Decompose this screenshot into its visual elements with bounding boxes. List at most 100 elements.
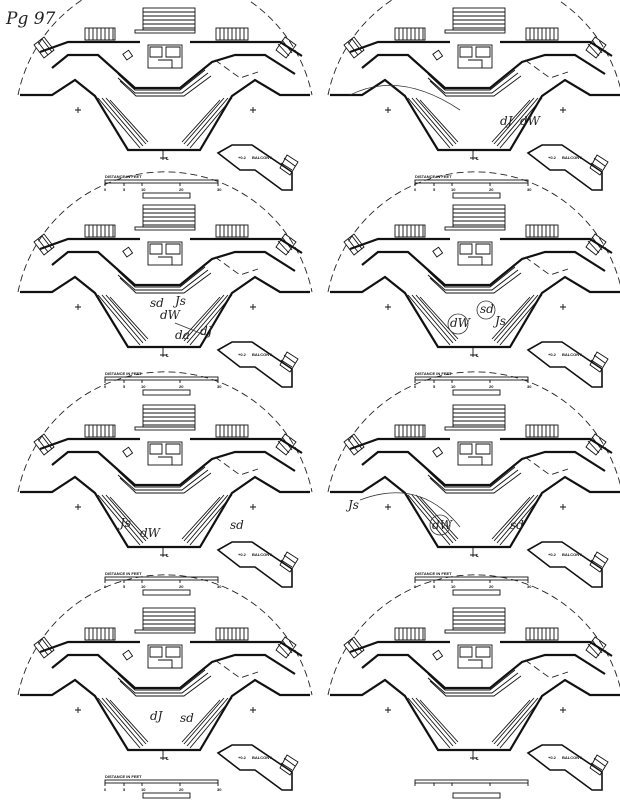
scale-tick: 0 [414, 384, 417, 389]
scale-tick: 5 [123, 584, 126, 589]
scale-tick: 30 [527, 584, 532, 589]
centerline-mark: ℄ [475, 756, 479, 761]
scale-tick: 10 [141, 787, 146, 792]
handwritten-annotation: sd [480, 302, 494, 316]
scale-tick: 0 [414, 584, 417, 589]
handwritten-annotation: Js [117, 516, 131, 530]
floor-plan-panel-top-right: +0.2 BALCONY ℄ DISTANCE IN FEET 0 5 10 20 30 dJ dW [326, 0, 620, 200]
balcony-label: BALCONY [252, 755, 272, 760]
centerline-mark: ℄ [475, 353, 479, 358]
scale-label: DISTANCE IN FEET [415, 174, 452, 179]
centerline-mark: ℄ [475, 156, 479, 161]
handwritten-annotation: dJ [500, 114, 514, 128]
scale-label: DISTANCE IN FEET [415, 571, 452, 576]
theater-floor-plan [16, 170, 314, 397]
scale-tick: 20 [179, 187, 184, 192]
scale-tick: 20 [489, 384, 494, 389]
balcony-label: BALCONY [562, 755, 582, 760]
scale-tick: 0 [104, 787, 107, 792]
scale-tick: 0 [104, 187, 107, 192]
balcony-label: BALCONY [252, 552, 272, 557]
theater-floor-plan [326, 370, 620, 597]
centerline-mark: ℄ [165, 353, 169, 358]
hand-drawn-circle [447, 313, 469, 335]
theater-floor-plan [326, 573, 620, 800]
centerline-mark: ℄ [475, 553, 479, 558]
handwritten-annotation: Js [492, 314, 506, 328]
scale-tick: 20 [179, 584, 184, 589]
handwritten-annotation: da [175, 328, 190, 342]
balcony-label: BALCONY [562, 552, 582, 557]
balcony-level: +0.2 [238, 155, 247, 160]
theater-floor-plan [16, 370, 314, 597]
handwritten-annotation: dW [450, 316, 472, 330]
balcony-level: +0.2 [548, 755, 557, 760]
page-number-handwritten: Pg 97 [5, 9, 56, 29]
handwritten-annotation: sd [510, 518, 524, 532]
handwritten-annotation: dJ [200, 324, 214, 338]
handwritten-annotation: sd [180, 711, 194, 725]
scale-tick: 0 [104, 584, 107, 589]
scale-tick: 20 [179, 787, 184, 792]
balcony-level: +0.2 [548, 352, 557, 357]
hand-drawn-arrow [174, 322, 206, 336]
floor-plan-panel-row4-right: +0.2 BALCONY ℄ [326, 573, 620, 800]
balcony-label: BALCONY [562, 352, 582, 357]
scale-label: DISTANCE IN FEET [105, 774, 142, 779]
floor-plan-panel-row2-left: +0.2 BALCONY ℄ DISTANCE IN FEET 0 5 10 20 30 sd Js… [16, 170, 314, 397]
balcony-label: BALCONY [562, 155, 582, 160]
scale-tick: 30 [527, 187, 532, 192]
balcony-level: +0.2 [238, 352, 247, 357]
scale-tick: 0 [414, 187, 417, 192]
theater-floor-plan [16, 0, 314, 200]
scale-tick: 10 [451, 187, 456, 192]
scale-tick: 10 [451, 384, 456, 389]
balcony-level: +0.2 [238, 755, 247, 760]
hand-drawn-arrow [359, 492, 461, 528]
scale-tick: 5 [433, 187, 436, 192]
scale-tick: 5 [433, 584, 436, 589]
scale-label: DISTANCE IN FEET [105, 571, 142, 576]
handwritten-annotation: dW [432, 518, 454, 532]
scale-tick: 10 [141, 187, 146, 192]
handwritten-annotation: dJ [150, 709, 164, 723]
scale-tick: 30 [217, 787, 222, 792]
centerline-mark: ℄ [165, 553, 169, 558]
scale-label: DISTANCE IN FEET [105, 174, 142, 179]
scale-tick: 20 [179, 384, 184, 389]
scale-tick: 30 [217, 384, 222, 389]
balcony-level: +0.2 [548, 552, 557, 557]
theater-floor-plan [326, 0, 620, 200]
balcony-label: BALCONY [252, 352, 272, 357]
scale-tick: 5 [123, 787, 126, 792]
balcony-label: BALCONY [252, 155, 272, 160]
scale-tick: 10 [451, 584, 456, 589]
handwritten-annotation: Js [345, 498, 359, 512]
handwritten-annotation: Js [172, 294, 186, 308]
scale-tick: 10 [141, 384, 146, 389]
theater-floor-plan [16, 573, 314, 800]
handwritten-annotation: sd [150, 296, 164, 310]
balcony-level: +0.2 [548, 155, 557, 160]
scale-tick: 5 [433, 384, 436, 389]
scale-tick: 30 [527, 384, 532, 389]
handwritten-annotation: dW [160, 308, 182, 322]
hand-drawn-arrow [349, 85, 461, 111]
scale-tick: 30 [217, 584, 222, 589]
floor-plan-panel-row2-right: +0.2 BALCONY ℄ DISTANCE IN FEET 0 5 10 20 30 sdJs… [326, 170, 620, 397]
handwritten-annotation: dW [520, 114, 542, 128]
scale-tick: 0 [104, 384, 107, 389]
scale-tick: 20 [489, 584, 494, 589]
centerline-mark: ℄ [165, 156, 169, 161]
scale-tick: 20 [489, 187, 494, 192]
scale-label: DISTANCE IN FEET [415, 371, 452, 376]
scale-tick: 10 [141, 584, 146, 589]
scale-tick: 5 [123, 187, 126, 192]
scale-tick: 5 [123, 384, 126, 389]
balcony-level: +0.2 [238, 552, 247, 557]
scale-label: DISTANCE IN FEET [105, 371, 142, 376]
